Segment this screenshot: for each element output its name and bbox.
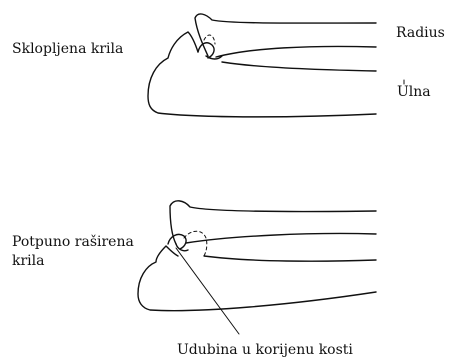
- groove-label: Udubina u korijenu kosti: [177, 341, 353, 360]
- spread-wing-bones: [138, 201, 376, 311]
- groove-leader-line: [176, 248, 239, 334]
- folded-wings-label: Sklopljena krila: [12, 40, 123, 59]
- leader-lines: [176, 80, 404, 334]
- spread-ulna-bone: [138, 246, 376, 311]
- fully-spread-wings-label: Potpuno raširena krila: [12, 233, 152, 271]
- spread-radius-bone: [170, 201, 376, 244]
- folded-wing-bones: [148, 14, 376, 117]
- spread-hidden-contour: [184, 231, 207, 256]
- folded-radius-bone: [195, 14, 376, 57]
- ulna-label: Ulna: [397, 83, 431, 102]
- folded-ulna-bone: [148, 32, 376, 117]
- radius-label: Radius: [396, 24, 445, 43]
